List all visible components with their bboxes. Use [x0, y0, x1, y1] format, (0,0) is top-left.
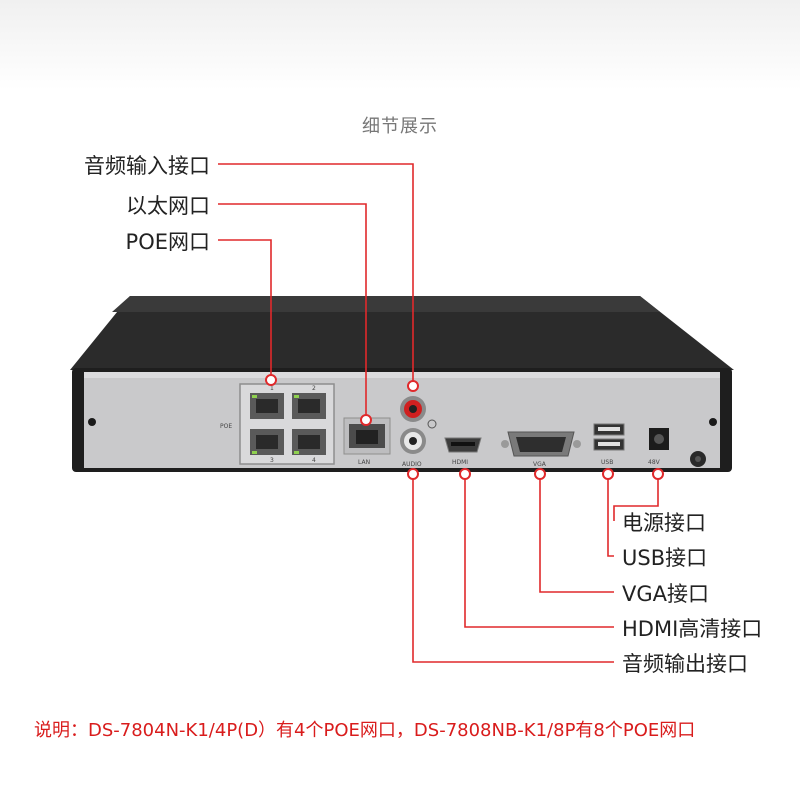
leader-audio-out	[412, 476, 614, 663]
audio-in-jack	[400, 396, 426, 422]
rear-panel	[84, 372, 720, 468]
label-audio-in: 音频输入接口	[84, 154, 210, 178]
usb-panel-label: USB	[601, 459, 613, 466]
hdmi-port	[444, 437, 482, 453]
label-vga: VGA接口	[622, 582, 710, 606]
vga-panel-label: VGA	[533, 461, 547, 468]
poe-port-4	[292, 429, 326, 455]
lan-port	[343, 417, 391, 455]
power-jack	[649, 428, 669, 450]
label-audio-out: 音频输出接口	[622, 652, 748, 676]
model-footnote: 说明：DS-7804N-K1/4P(D）有4个POE网口，DS-7808NB-K…	[34, 720, 696, 741]
poe-port-number-1: 1	[270, 385, 274, 392]
leader-poe	[218, 239, 272, 378]
poe-panel-label: POE	[220, 423, 232, 430]
usb-ports	[593, 423, 625, 451]
poe-port-1	[250, 393, 284, 419]
page-heading: 细节展示	[362, 116, 438, 137]
poe-port-number-2: 2	[312, 385, 316, 392]
screw-left	[88, 418, 96, 426]
audio-out-jack	[400, 428, 426, 454]
leader-ethernet	[218, 203, 367, 418]
device-top-lid	[70, 296, 734, 370]
label-poe: POE网口	[125, 230, 210, 254]
label-hdmi: HDMI高清接口	[622, 617, 763, 641]
leader-usb	[607, 476, 614, 557]
hdmi-panel-label: HDMI	[452, 459, 468, 466]
callout-markers	[265, 374, 664, 480]
poe-port-2	[292, 393, 326, 419]
vga-port	[501, 431, 581, 457]
label-usb: USB接口	[622, 546, 708, 570]
leader-audio-in	[218, 163, 414, 386]
leader-vga	[539, 476, 614, 593]
lan-panel-label: LAN	[358, 459, 370, 466]
dc-panel-label: 48V	[648, 459, 661, 466]
poe-port-number-3: 3	[270, 457, 274, 464]
leader-power	[613, 476, 659, 521]
screw-right	[709, 418, 717, 426]
label-ethernet: 以太网口	[126, 194, 210, 218]
label-power: 电源接口	[622, 511, 706, 535]
ground-icon	[427, 419, 437, 429]
poe-port-3	[250, 429, 284, 455]
leader-hdmi	[464, 476, 614, 628]
callout-lines	[218, 163, 659, 663]
audio-panel-label: AUDIO	[402, 461, 422, 468]
poe-port-number-4: 4	[312, 457, 316, 464]
